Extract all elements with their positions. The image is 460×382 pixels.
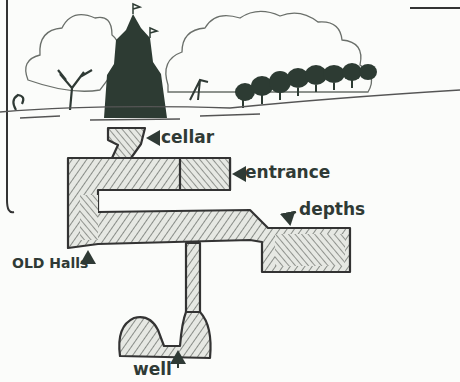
map-label: depths bbox=[299, 200, 365, 219]
border-line bbox=[7, 0, 14, 212]
map-label: entrance bbox=[245, 163, 330, 182]
map-label: well bbox=[133, 360, 172, 379]
tunnels bbox=[68, 128, 350, 358]
border-line bbox=[410, 7, 460, 9]
map-label: OLD Halls bbox=[12, 256, 88, 271]
tree bbox=[13, 70, 92, 110]
ground bbox=[0, 90, 460, 120]
map-label: cellar bbox=[161, 128, 214, 147]
tower bbox=[104, 14, 167, 118]
